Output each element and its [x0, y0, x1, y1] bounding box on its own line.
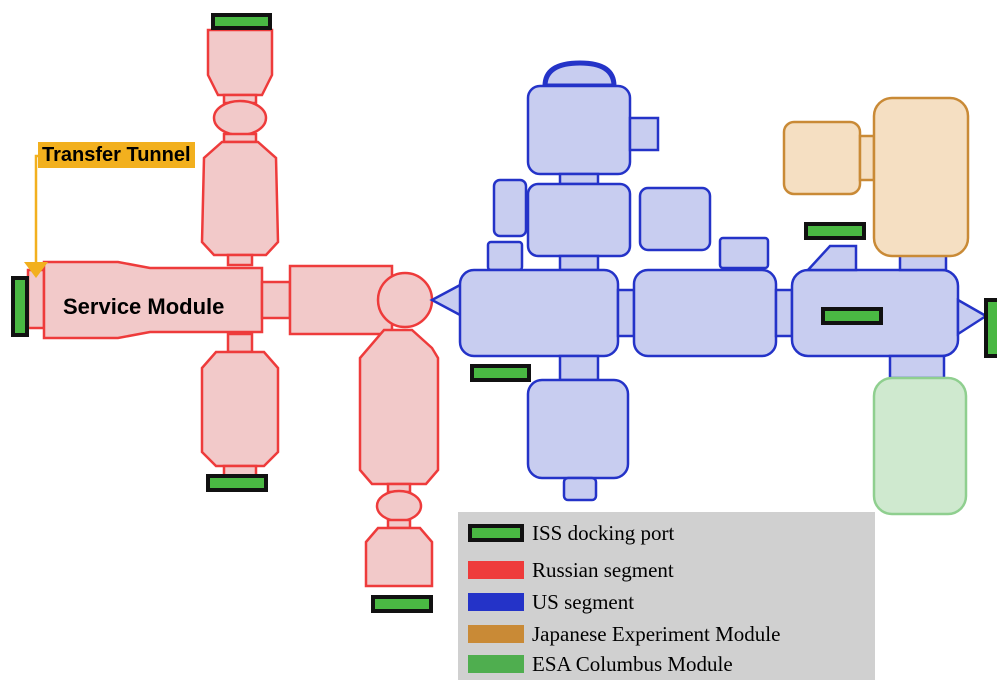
- us-link-1: [616, 288, 636, 338]
- us-bottom-neck: [558, 354, 600, 382]
- jem-link: [858, 134, 876, 182]
- legend-item-russian: Russian segment: [468, 557, 674, 583]
- us-top-module: [526, 84, 632, 176]
- russian-top-connector: [226, 253, 254, 267]
- us-node-2-bottom-box: [888, 354, 946, 380]
- legend-swatch-russian: [468, 561, 524, 579]
- transfer-tunnel-label: Transfer Tunnel: [38, 142, 195, 168]
- russian-hanging-module-2: [364, 526, 434, 588]
- legend-swatch-us: [468, 593, 524, 611]
- us-bottom-module: [526, 378, 630, 480]
- russian-top-module-1: [206, 28, 274, 97]
- us-right-pod: [638, 186, 712, 252]
- us-small-top-2: [718, 236, 770, 270]
- docking-port-hanging: [371, 595, 433, 613]
- us-top-neck: [558, 172, 600, 186]
- docking-port-top: [211, 13, 272, 30]
- legend-item-esa: ESA Columbus Module: [468, 651, 733, 677]
- us-mid-neck: [558, 254, 600, 272]
- legend-label: Japanese Experiment Module: [532, 621, 781, 646]
- legend-label: ISS docking port: [532, 520, 675, 545]
- service-module: [42, 260, 264, 340]
- russian-node-module: [288, 264, 394, 336]
- legend-item-us: US segment: [468, 589, 634, 615]
- legend-item-jem: Japanese Experiment Module: [468, 621, 780, 647]
- docking-ports: [11, 13, 997, 613]
- russian-hanging-sphere: [375, 489, 423, 523]
- us-small-top-1: [486, 240, 524, 272]
- legend-swatch-jem: [468, 625, 524, 643]
- russian-hanging-module-1: [358, 328, 440, 486]
- docking-port-bottom-left: [206, 474, 268, 492]
- russian-bottom-connector: [226, 332, 254, 354]
- us-link-2: [774, 288, 794, 338]
- transfer-tunnel: [26, 268, 46, 330]
- service-module-label: Service Module: [63, 294, 225, 319]
- columbus-module: [872, 376, 968, 516]
- us-lab-module: [632, 268, 778, 358]
- russian-top-module-2: [200, 140, 280, 257]
- transfer-tunnel-arrow: [24, 154, 48, 278]
- us-segment: [429, 60, 989, 502]
- legend-item-docking-port: ISS docking port: [468, 520, 674, 546]
- jem-logistics-module: [782, 120, 862, 196]
- russian-segment: [26, 28, 440, 588]
- us-mid-module: [526, 182, 632, 258]
- service-module-aft: [260, 280, 292, 320]
- us-node-1: [458, 268, 620, 358]
- docking-port-us-node-2-center: [821, 307, 883, 325]
- esa-segment: [872, 376, 968, 516]
- us-bottom-stub: [562, 476, 598, 502]
- legend-swatch-docking-port: [468, 524, 524, 542]
- us-left-cone: [429, 281, 464, 319]
- legend: ISS docking port Russian segment US segm…: [458, 512, 875, 680]
- docking-port-us-node-2-top: [804, 222, 866, 240]
- us-left-pod: [492, 178, 528, 238]
- us-node-2-top-fin: [805, 244, 858, 272]
- docking-port-right: [984, 298, 997, 358]
- russian-bottom-module: [200, 350, 280, 468]
- russian-node-sphere: [376, 271, 434, 329]
- legend-swatch-esa: [468, 655, 524, 673]
- docking-port-left: [11, 276, 29, 337]
- docking-port-us-node-1: [470, 364, 531, 382]
- legend-label: US segment: [532, 589, 635, 614]
- jem-segment: [782, 96, 970, 258]
- legend-label: ESA Columbus Module: [532, 651, 733, 676]
- russian-top-sphere: [212, 99, 268, 137]
- us-top-cap: [542, 60, 617, 89]
- us-top-side-port: [628, 116, 660, 152]
- jem-pressurized-module: [872, 96, 970, 258]
- legend-label: Russian segment: [532, 557, 674, 582]
- us-right-cone: [956, 297, 989, 337]
